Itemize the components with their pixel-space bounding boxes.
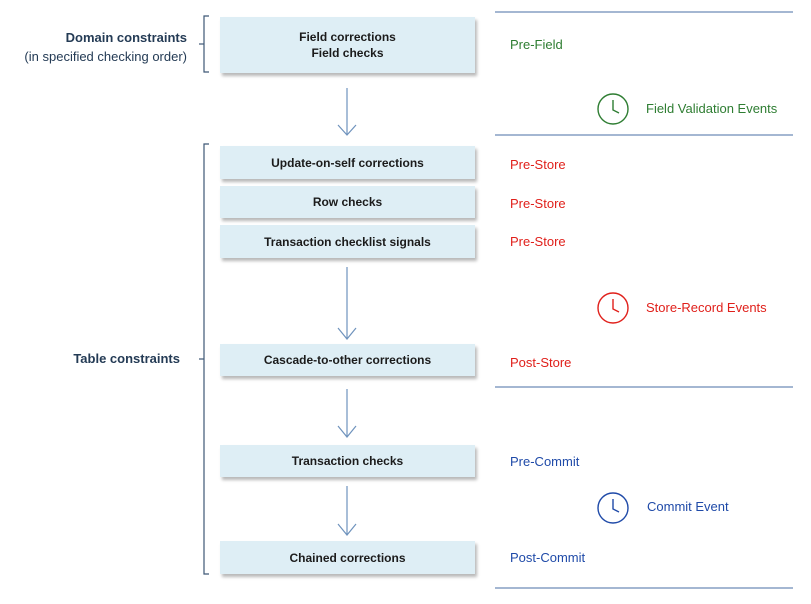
field-corrections-text: Field corrections	[299, 30, 396, 44]
post-commit-label: Post-Commit	[510, 550, 586, 565]
field-clock-icon	[597, 93, 629, 125]
flow-arrow	[337, 486, 357, 536]
transaction-checklist-box: Transaction checklist signals	[220, 225, 475, 258]
table-bracket	[199, 143, 209, 575]
table-constraints-title: Table constraints	[73, 351, 180, 366]
domain-constraints-subtitle: (in specified checking order)	[24, 49, 187, 64]
field-validation-events-label: Field Validation Events	[646, 101, 778, 116]
transaction-checks-text: Transaction checks	[291, 454, 404, 468]
commit-clock-icon	[597, 492, 629, 524]
transaction-checks-box: Transaction checks	[220, 445, 475, 477]
commit-event-label: Commit Event	[647, 499, 729, 514]
update-on-self-box: Update-on-self corrections	[220, 146, 475, 179]
field-checks-text: Field checks	[311, 46, 384, 60]
cascade-text: Cascade-to-other corrections	[263, 353, 432, 367]
domain-bracket	[199, 15, 209, 73]
post-store-label: Post-Store	[510, 355, 572, 370]
pre-field-label: Pre-Field	[510, 37, 563, 52]
domain-constraints-title: Domain constraints	[65, 30, 187, 45]
field-box: Field corrections Field checks	[220, 17, 475, 73]
domain-constraints-label: Domain constraints (in specified checkin…	[24, 28, 187, 66]
store-clock-icon	[597, 292, 629, 324]
row-checks-text: Row checks	[312, 195, 383, 209]
transaction-checklist-text: Transaction checklist signals	[264, 234, 431, 249]
store-record-events-label: Store-Record Events	[646, 300, 767, 315]
row-checks-box: Row checks	[220, 186, 475, 218]
flow-arrow	[337, 267, 357, 340]
pre-commit-label: Pre-Commit	[510, 454, 580, 469]
update-on-self-text: Update-on-self corrections	[271, 155, 424, 170]
pre-store-label-1: Pre-Store	[510, 157, 566, 172]
chained-corrections-text: Chained corrections	[289, 550, 406, 565]
table-constraints-label: Table constraints	[73, 349, 180, 368]
pre-store-label-3: Pre-Store	[510, 234, 566, 249]
pre-store-label-2: Pre-Store	[510, 196, 566, 211]
flow-arrow	[337, 88, 357, 136]
cascade-box: Cascade-to-other corrections	[220, 344, 475, 376]
chained-corrections-box: Chained corrections	[220, 541, 475, 574]
flow-arrow	[337, 389, 357, 438]
